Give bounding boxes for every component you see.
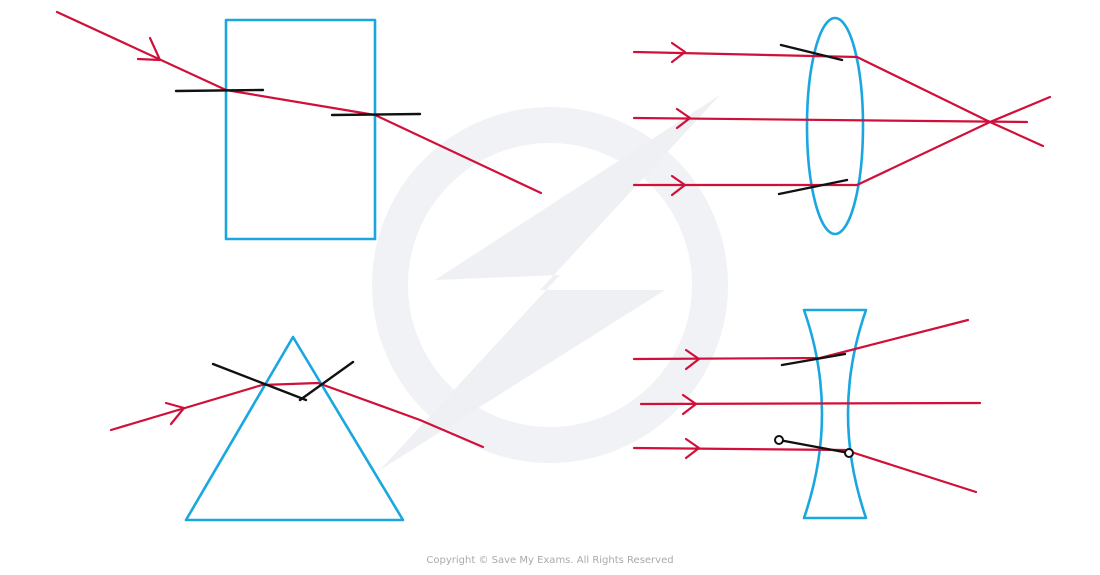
watermark-logo bbox=[372, 95, 728, 470]
arrow-icon bbox=[670, 41, 687, 64]
glass-block bbox=[224, 18, 377, 241]
normal-line bbox=[174, 88, 265, 93]
rectangular-block-diagram bbox=[55, 10, 543, 241]
normal-line bbox=[211, 362, 308, 402]
copyright-text: Copyright © Save My Exams. All Rights Re… bbox=[426, 555, 674, 566]
ray-middle bbox=[639, 401, 982, 406]
arrow-icon bbox=[684, 437, 701, 460]
incident-ray bbox=[55, 10, 543, 195]
prism-ray bbox=[109, 381, 485, 449]
prism-diagram bbox=[109, 335, 485, 522]
convex-lens-diagram bbox=[632, 16, 1052, 236]
ray-middle bbox=[632, 116, 1029, 124]
normal-endpoint bbox=[774, 435, 784, 445]
convex-lens bbox=[805, 16, 865, 236]
arrow-icon bbox=[681, 393, 698, 416]
normal-line bbox=[330, 112, 422, 117]
arrow-icon bbox=[675, 107, 692, 130]
concave-lens bbox=[802, 308, 868, 520]
normal-line bbox=[298, 360, 355, 402]
normal-line bbox=[777, 178, 849, 196]
arrow-icon bbox=[164, 401, 186, 426]
arrow-icon bbox=[684, 348, 701, 371]
normal-line bbox=[780, 352, 847, 367]
arrow-icon bbox=[670, 174, 687, 197]
triangular-prism bbox=[184, 335, 405, 522]
normal-endpoint bbox=[844, 448, 854, 458]
normal-line bbox=[779, 43, 844, 62]
arrow-icon bbox=[136, 36, 162, 62]
normal-line bbox=[777, 438, 851, 455]
concave-lens-diagram bbox=[632, 308, 982, 520]
ray-top bbox=[632, 50, 1045, 148]
ray-bottom bbox=[632, 446, 978, 494]
ray-bottom bbox=[632, 95, 1052, 187]
